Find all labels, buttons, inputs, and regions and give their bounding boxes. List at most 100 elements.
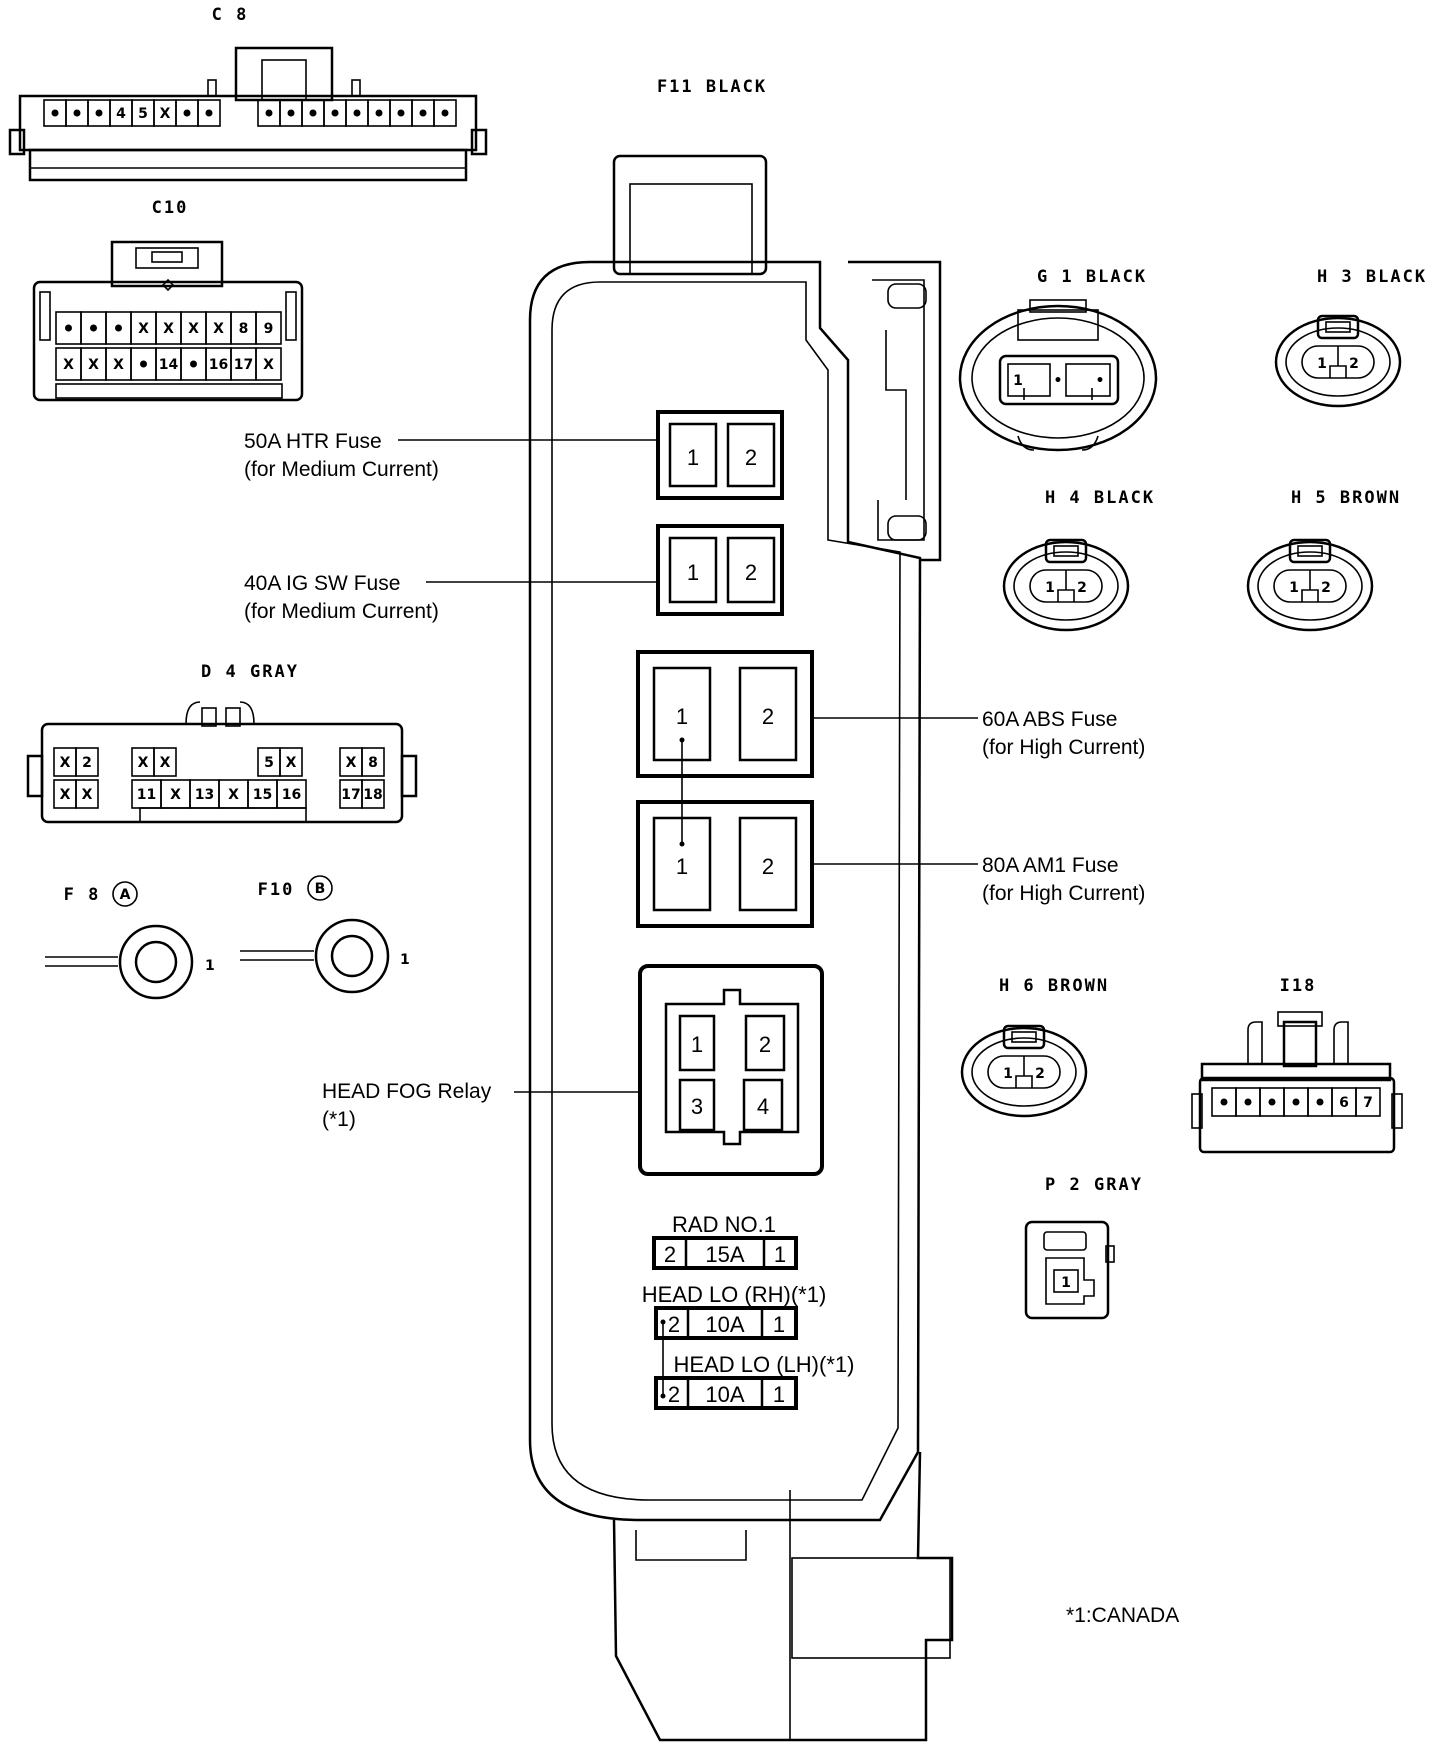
i18-cell [1355,1087,1381,1117]
c8-pin-dot [419,109,427,117]
c8-pin-dot [353,109,361,117]
junction-block-f11: F11 BLACK [528,77,954,1742]
connector-housing [1274,316,1402,408]
callout-htr: 50A HTR Fuse (for Medium Current) [244,430,658,481]
c10-pin-label: X [138,321,149,337]
callout-abs: 60A ABS Fuse (for High Current) [812,708,1145,759]
connector-pin-label: 1 [1289,580,1299,596]
c10-pin-dot [90,324,97,332]
c8-pin-label: X [160,106,171,122]
c10-pin-label: 16 [209,357,228,373]
c10-pin-label: X [163,321,174,337]
d4-pin-label: X [346,755,357,771]
connector-g1-title: G 1 BLACK [1037,267,1147,287]
c8-pin-dot [441,109,449,117]
fuse-abs[interactable]: 1 2 [636,650,814,778]
fuse-htr[interactable]: 1 2 [656,410,784,500]
connector-latch-inner [1325,321,1351,333]
connector-i18-title: I18 [1280,976,1317,996]
svg-text:(for Medium Current): (for Medium Current) [244,600,439,623]
connector-latch-inner [1011,1031,1037,1043]
connector-f10-title: F10 [258,880,295,900]
connector-latch-inner [1297,545,1323,557]
d4-pin-label: 8 [368,755,378,771]
d4-pin-label: X [60,755,71,771]
fuse-rad-no1[interactable]: RAD NO.1 2 15A 1 [652,1212,798,1270]
svg-text:80A AM1 Fuse: 80A AM1 Fuse [982,854,1119,877]
d4-pin-label: 18 [363,787,382,803]
c8-pin-dot [183,109,191,117]
c10-pin-label: X [113,357,124,373]
svg-text:15A: 15A [705,1242,744,1267]
d4-pin-label: 17 [341,787,360,803]
connector-inner [1285,327,1391,397]
fuse-head-lo-lh[interactable]: HEAD LO (LH)(*1) 2 10A 1 [654,1352,854,1410]
connector-pin-label: 1 [1317,356,1327,372]
fuse-am1[interactable]: 1 2 [636,800,814,928]
fuse-head-lo-rh[interactable]: HEAD LO (RH)(*1) 2 10A 1 [642,1282,827,1340]
fuse-igsw[interactable]: 1 2 [656,524,784,616]
svg-text:•: • [1054,373,1063,389]
connector-inner [971,1037,1077,1107]
i18-pin-dot [1292,1098,1300,1106]
head-lo-link [660,1319,666,1399]
connector-latch [1044,538,1088,564]
junction-block-title: F11 BLACK [657,77,767,97]
c10-pin-label: X [63,357,74,373]
c10-pin-dot [65,324,72,332]
svg-text:1: 1 [676,704,688,729]
c10-cell [255,347,282,381]
d4-cell [361,747,385,777]
connector-housing [1002,540,1130,632]
c10-pin-label: X [213,321,224,337]
fuse-head-lo-rh-label: HEAD LO (RH)(*1) [642,1282,827,1307]
c8-pin-label: 5 [138,106,148,122]
c10-cell [255,311,282,345]
d4-pin-label: X [170,787,181,803]
i18-pin-label: 6 [1339,1095,1349,1111]
connector-f8-pin: 1 [205,958,215,974]
fuse-rad-label: RAD NO.1 [672,1212,776,1237]
svg-text:1: 1 [773,1382,785,1407]
d4-pin-label: 13 [195,787,214,803]
c8-cell [433,99,457,127]
svg-text:2: 2 [762,854,774,879]
d4-pin-label: X [286,755,297,771]
connector-pin-label: 2 [1349,356,1359,372]
c8-pin-dot [309,109,317,117]
c10-pin-dot [115,324,122,332]
c10-pin-dot [190,360,197,368]
c10-pin-label: X [188,321,199,337]
c10-pin-label: 17 [234,357,253,373]
connector-h4-title: H 4 BLACK [1045,488,1155,508]
c10-pin-dot [140,360,147,368]
d4-pin-label: 11 [137,787,156,803]
connector-f8-badge: A [120,887,131,903]
connector-f10-badge: B [315,881,326,897]
abs-am1-link [679,737,685,847]
svg-text:2: 2 [762,704,774,729]
svg-text:10A: 10A [705,1382,744,1407]
c8-pin-label: 4 [116,106,126,122]
svg-text:2: 2 [668,1382,680,1407]
connector-pin-label: 2 [1077,580,1087,596]
c10-pin-label: 14 [159,357,179,373]
d4-cell [75,779,99,809]
connector-latch [1316,314,1360,340]
relay-head-fog[interactable]: 1 2 3 4 [638,964,824,1176]
c8-pin-dot [375,109,383,117]
svg-text:(for High Current): (for High Current) [982,882,1145,905]
svg-text:1: 1 [676,854,688,879]
svg-text:10A: 10A [705,1312,744,1337]
d4-pin-label: 2 [82,755,92,771]
